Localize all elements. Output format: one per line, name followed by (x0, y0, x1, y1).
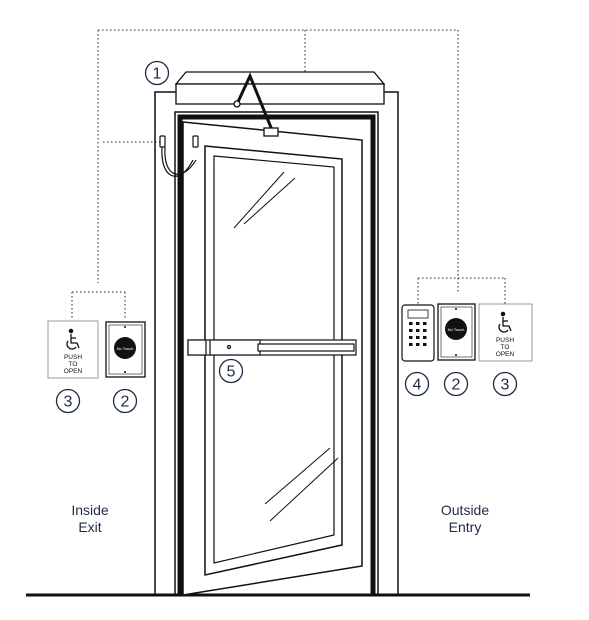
outside-zone-label-line2: Entry (449, 519, 482, 535)
callout-button-outside: 2 (443, 371, 469, 397)
inside-touchless-button: No Touch (105, 321, 146, 378)
exit-device (187, 339, 357, 356)
inside-sign-line3: OPEN (64, 368, 83, 375)
callout-keypad: 4 (404, 371, 430, 397)
callout-keypad-number: 4 (413, 377, 422, 394)
wheelchair-icon (498, 311, 512, 333)
outside-sign-line1: PUSH (496, 337, 514, 344)
door-operator (174, 71, 386, 137)
keypad (401, 304, 435, 362)
inside-zone-label-line1: Inside (71, 502, 109, 518)
callout-operator-number: 1 (153, 66, 162, 83)
wiring-lines (71, 29, 506, 320)
wheelchair-icon (66, 328, 80, 350)
outside-zone-label-line1: Outside (441, 502, 489, 518)
callout-button-outside-number: 2 (452, 377, 461, 394)
callout-operator: 1 (144, 60, 170, 86)
inside-zone-label-line2: Exit (78, 519, 101, 535)
inside-button-label: No Touch (117, 346, 134, 351)
outside-button-label: No Touch (448, 327, 465, 332)
callout-exit-device-number: 5 (227, 364, 236, 381)
callout-sign-outside-number: 3 (501, 377, 510, 394)
inside-accessibility-sign: PUSH TO OPEN (47, 320, 99, 379)
callout-button-inside: 2 (112, 388, 138, 414)
inside-sign-line1: PUSH (64, 354, 82, 361)
door-leaf (182, 121, 363, 596)
callout-sign-inside-number: 3 (64, 394, 73, 411)
callout-sign-outside: 3 (492, 371, 518, 397)
outside-touchless-button: No Touch (437, 303, 476, 361)
callout-exit-device: 5 (218, 358, 244, 384)
callout-sign-inside: 3 (55, 388, 81, 414)
glass-reflection (233, 171, 339, 522)
outside-accessibility-sign: PUSH TO OPEN (478, 303, 533, 362)
outside-sign-line2: TO (501, 344, 510, 351)
outside-sign-line3: OPEN (496, 351, 515, 358)
callout-button-inside-number: 2 (121, 394, 130, 411)
door-contact (159, 135, 199, 177)
inside-sign-line2: TO (69, 361, 78, 368)
